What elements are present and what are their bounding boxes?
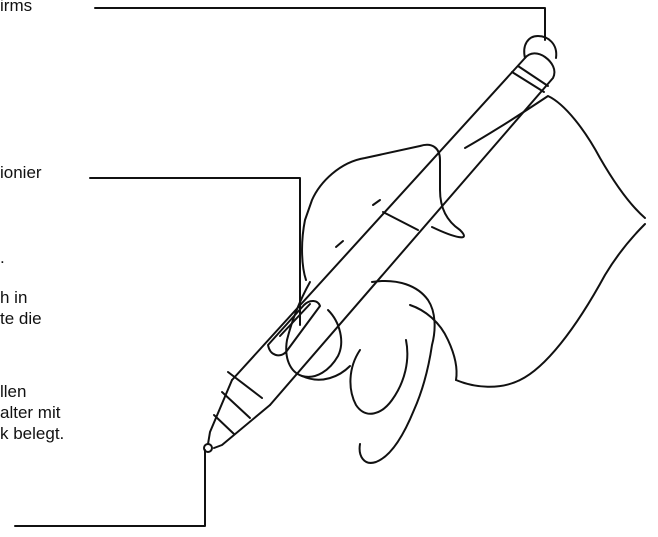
pen-lower-band-2 [221,391,251,419]
pen-nib [203,443,213,453]
pen-side-switch-seam [279,303,311,337]
wrist-upper [464,95,646,219]
callout-line-middle [89,177,301,326]
callout-label-top: irms [0,0,33,15]
pen-lower-band-1 [227,371,263,399]
callout-line-top [94,7,546,41]
text-fragment-paragraph-2: llen alter mit k belegt. [0,382,65,443]
pen-eraser-tip [523,35,558,59]
pen-grip-line [382,211,419,231]
pen-side-switch [267,300,321,357]
wrist-lower [455,223,646,388]
hand-index-finger [301,143,465,281]
pen-upper-band [511,71,545,93]
hand-middle-finger [358,280,436,464]
callout-line-bottom [14,449,206,527]
hand-ring-finger [349,339,409,415]
text-fragment-paragraph-1: h in te die [0,288,42,328]
pen-grip-tick-2 [335,240,344,248]
pen-lower-barrel [207,379,233,445]
hand-thumb [285,281,343,378]
pen-lower-band-3 [213,414,235,435]
pen-lower-barrel-right [213,404,271,449]
hand-thumb-crease [301,365,351,381]
pen-barrel-outline [231,52,556,406]
text-fragment-dot: . [0,248,5,267]
callout-label-middle: ionier [0,163,42,182]
pen-upper-band-2 [517,65,549,87]
hand-back [409,304,458,381]
pen-grip-tick-1 [372,199,381,206]
